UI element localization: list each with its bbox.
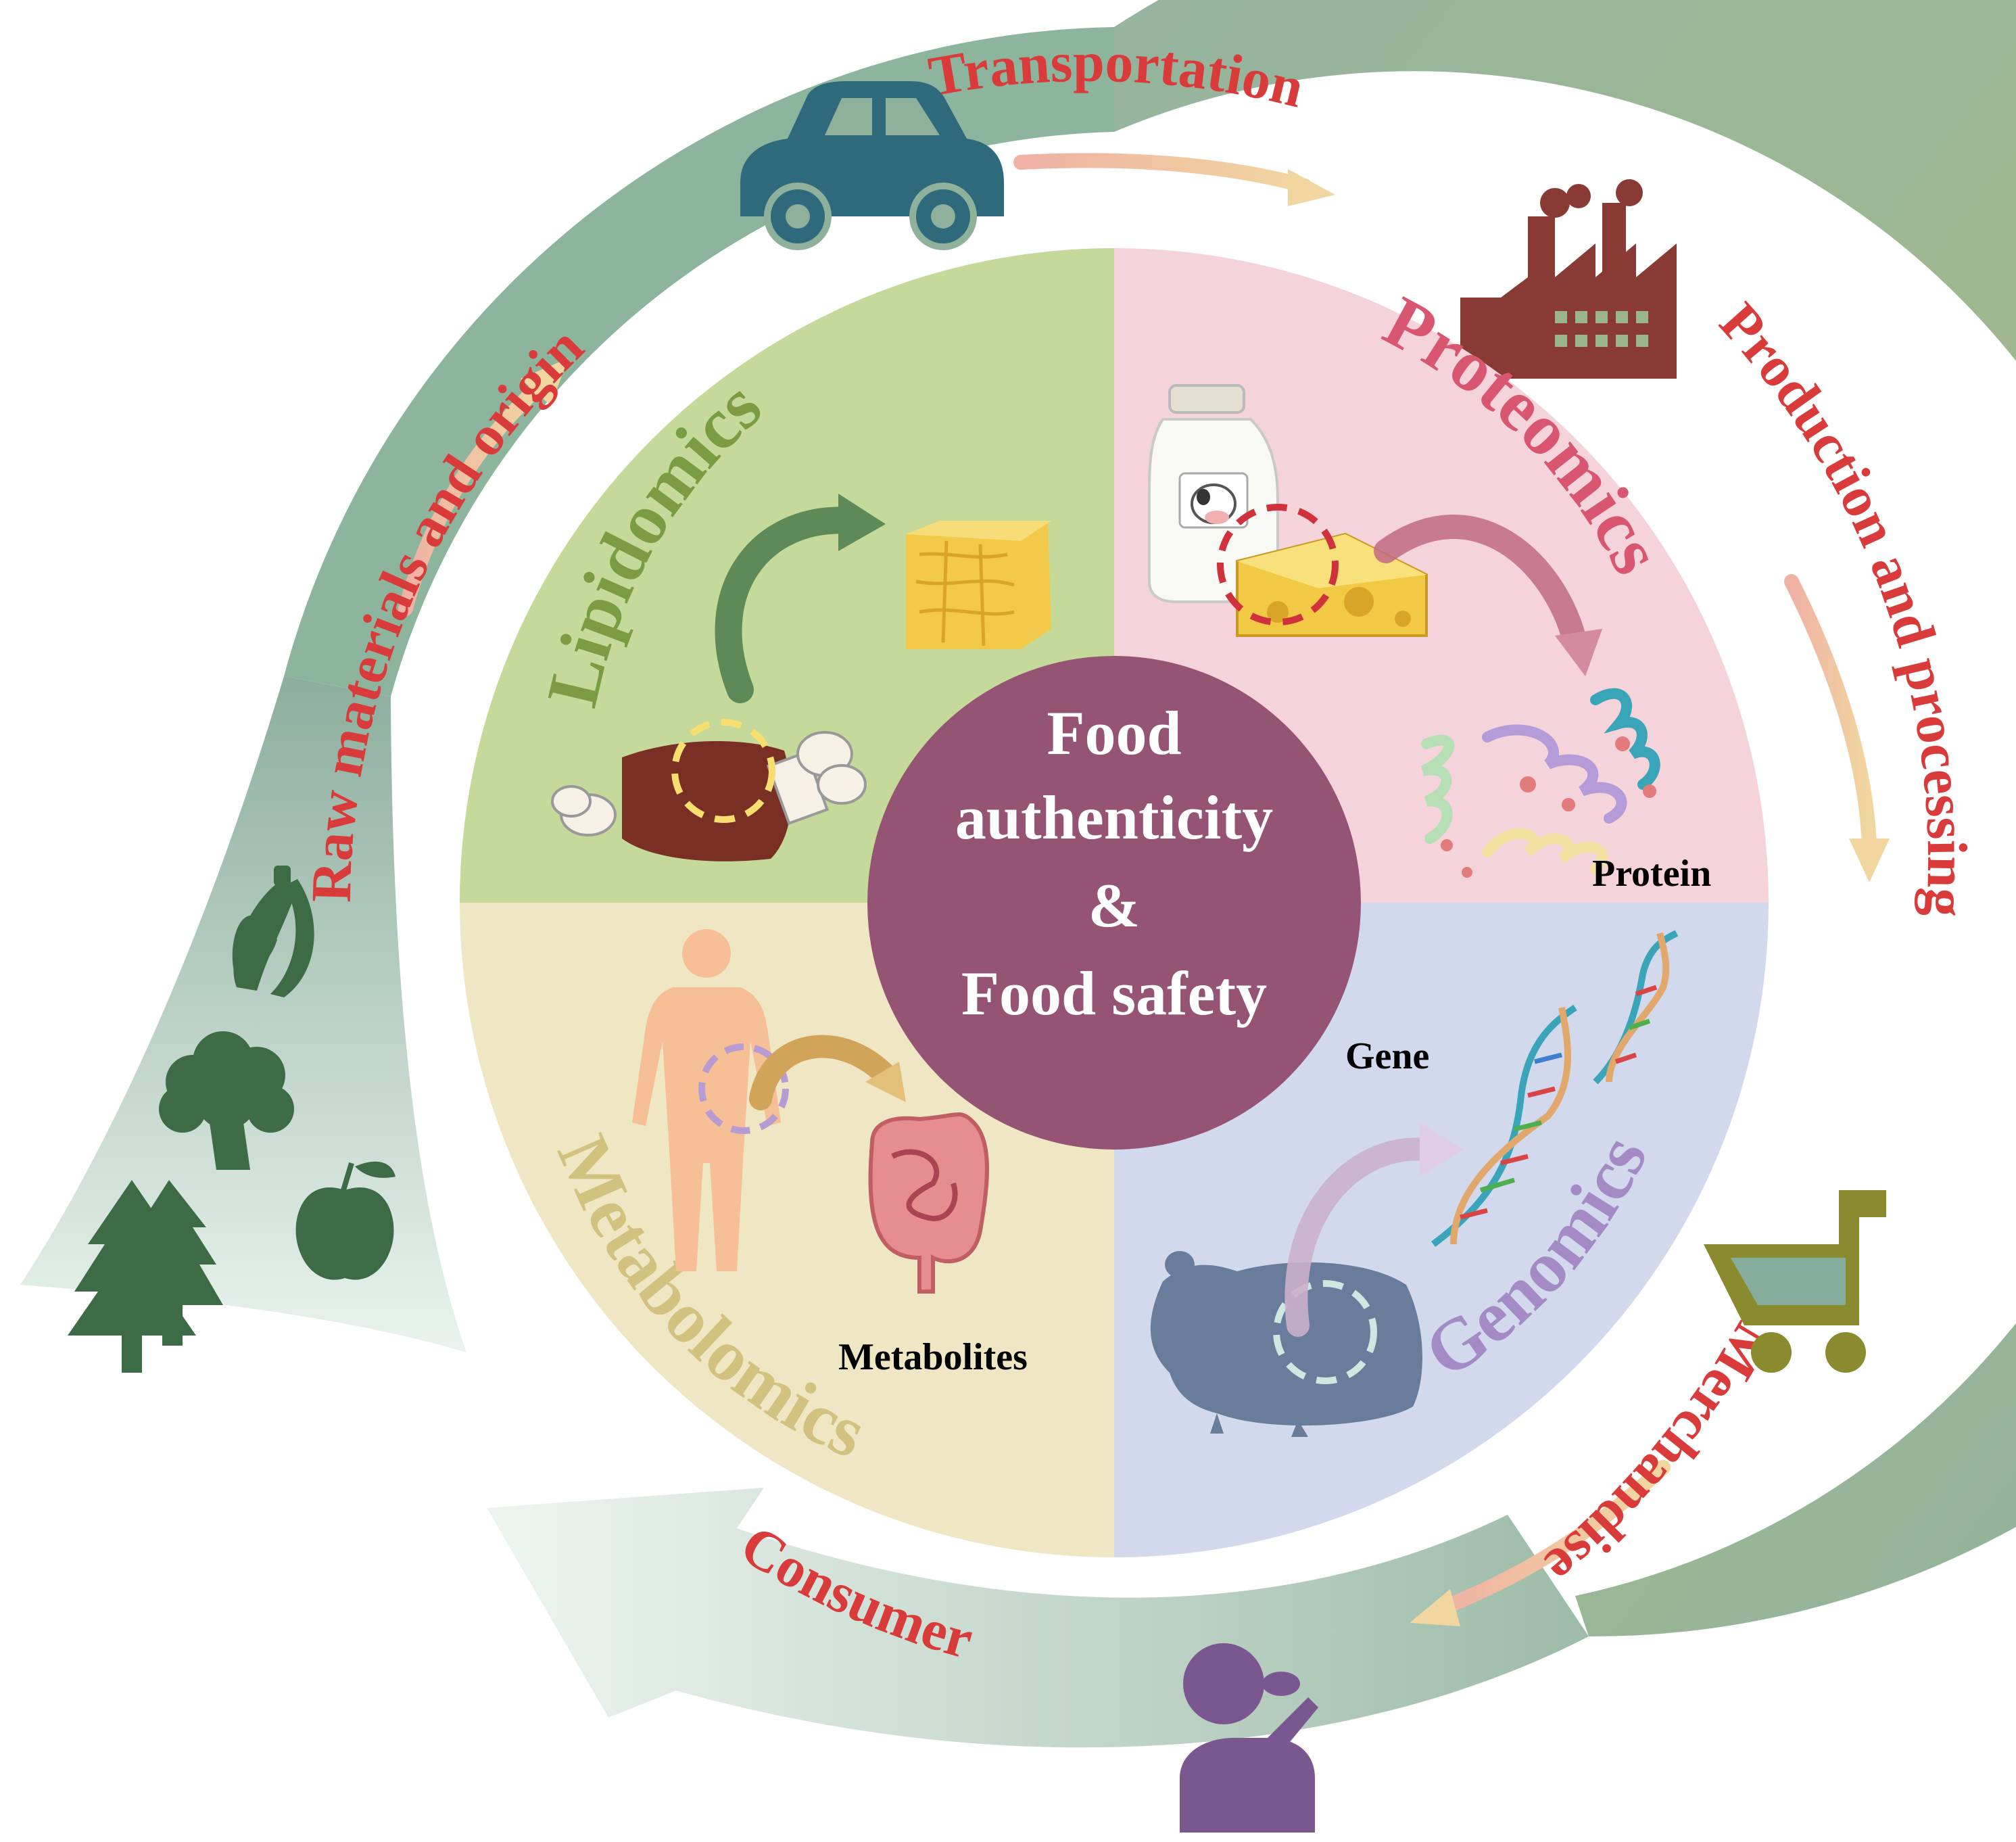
label-gene: Gene bbox=[1345, 1035, 1429, 1077]
fat-block-icon bbox=[906, 521, 1051, 649]
metabolite-focus-circle bbox=[698, 1043, 789, 1134]
broccoli-icon bbox=[159, 1031, 294, 1170]
banana-icon bbox=[232, 866, 314, 997]
arrow-head-raw bbox=[521, 358, 568, 406]
arrow-head-merchandise bbox=[1410, 1589, 1460, 1626]
gene-arrow bbox=[1285, 1123, 1464, 1337]
center-line-food-safety: Food safety bbox=[961, 959, 1267, 1028]
apple-icon bbox=[295, 1161, 395, 1280]
protein-focus-circle bbox=[1217, 504, 1339, 625]
arrow-head-production bbox=[1849, 839, 1890, 882]
protein-arrow bbox=[1374, 515, 1602, 676]
factory-icon bbox=[1460, 179, 1677, 379]
car-icon bbox=[740, 81, 1004, 250]
cycle-arrows bbox=[398, 153, 1890, 1626]
outer-cycle-ring bbox=[20, 0, 2016, 1748]
label-metabolites: Metabolites bbox=[838, 1336, 1028, 1378]
human-body-icon bbox=[632, 929, 781, 1271]
arrow-head-transport bbox=[1288, 169, 1335, 206]
gene-focus-circle bbox=[1273, 1280, 1377, 1384]
label-protein: Protein bbox=[1592, 853, 1711, 895]
center-title: Food authenticity & Food safety bbox=[955, 699, 1273, 1028]
shopping-cart-icon bbox=[1704, 1190, 1886, 1373]
protein-helix-icon bbox=[1420, 688, 1660, 878]
dna-helix-icon bbox=[1431, 930, 1679, 1247]
center-line-food: Food bbox=[1047, 699, 1181, 768]
lipid-focus-circle bbox=[671, 719, 775, 823]
intestine-icon bbox=[868, 1112, 989, 1294]
mouse-icon bbox=[1150, 1251, 1422, 1437]
metabolite-arrow bbox=[749, 1035, 906, 1110]
center-circle bbox=[867, 656, 1361, 1150]
milk-jar-icon bbox=[1148, 384, 1279, 603]
consumer-eating-icon bbox=[1180, 1643, 1318, 1833]
lipid-arrow bbox=[715, 494, 886, 703]
center-line-ampersand: & bbox=[1088, 871, 1141, 940]
center-line-authenticity: authenticity bbox=[955, 783, 1273, 852]
pine-trees-icon bbox=[68, 1180, 223, 1373]
meat-bone-icon bbox=[551, 731, 867, 861]
